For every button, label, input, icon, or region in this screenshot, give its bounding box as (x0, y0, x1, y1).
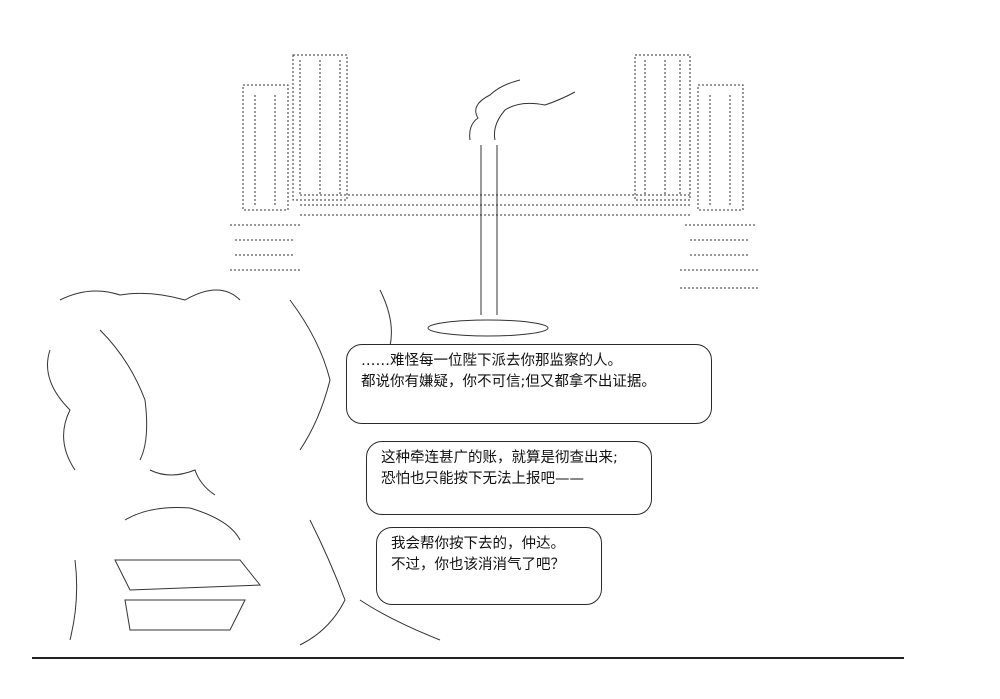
bubble1-line2: 都说你有嫌疑，你不可信;但又都拿不出证据。 (361, 374, 656, 390)
table-top (300, 194, 690, 216)
bubble3-line2: 不过，你也该消消气了吧？ (391, 557, 565, 573)
speech-bubble-3: 我会帮你按下去的，仲达。 不过，你也该消消气了吧？ (376, 527, 602, 605)
bubble2-line2: 恐怕也只能按下无法上报吧—— (381, 471, 584, 487)
figure-outline (47, 289, 441, 646)
bubble1-line1: ……难怪每一位陛下派去你那监察的人。 (361, 353, 622, 369)
ground-line (32, 657, 904, 659)
speech-bubble-1: ……难怪每一位陛下派去你那监察的人。 都说你有嫌疑，你不可信;但又都拿不出证据。 (346, 344, 712, 424)
left-pedestal (230, 224, 300, 271)
bubble3-line1: 我会帮你按下去的，仲达。 (391, 536, 565, 552)
right-pedestal (680, 224, 760, 289)
left-tower (242, 54, 348, 211)
speech-bubble-2: 这种牵连甚广的账，就算是彻查出来; 恐怕也只能按下无法上报吧—— (366, 441, 652, 515)
incense-stick (427, 79, 576, 337)
right-tower (634, 54, 744, 211)
bubble2-line1: 这种牵连甚广的账，就算是彻查出来; (381, 450, 618, 466)
